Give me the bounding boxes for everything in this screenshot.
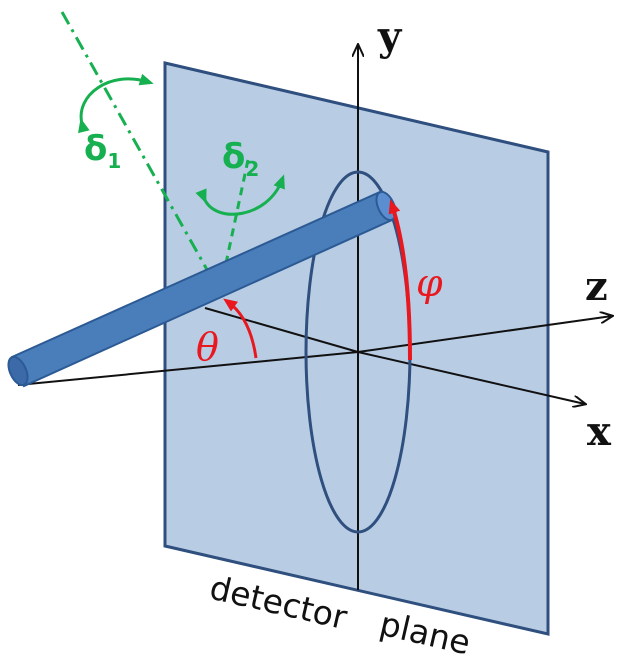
delta1-label: δ1 xyxy=(84,129,121,173)
theta-label: θ xyxy=(196,325,219,369)
delta1-axis-line xyxy=(60,11,212,276)
y-axis-label: y xyxy=(377,13,403,60)
projection-line xyxy=(17,351,359,386)
delta2-label: δ2 xyxy=(222,137,259,181)
theta-arc xyxy=(223,298,258,359)
x-axis xyxy=(357,351,585,404)
x-axis-label: x xyxy=(587,408,612,455)
theta-baseline xyxy=(204,307,359,353)
z-axis-arrow xyxy=(547,316,612,326)
z-axis-label: z xyxy=(585,263,608,310)
delta1-arc xyxy=(78,73,154,134)
rod xyxy=(7,190,397,388)
z-axis-line xyxy=(357,324,549,353)
phi-label: φ xyxy=(416,261,443,305)
phi-arc xyxy=(388,199,412,361)
delta2-arc xyxy=(195,174,285,216)
